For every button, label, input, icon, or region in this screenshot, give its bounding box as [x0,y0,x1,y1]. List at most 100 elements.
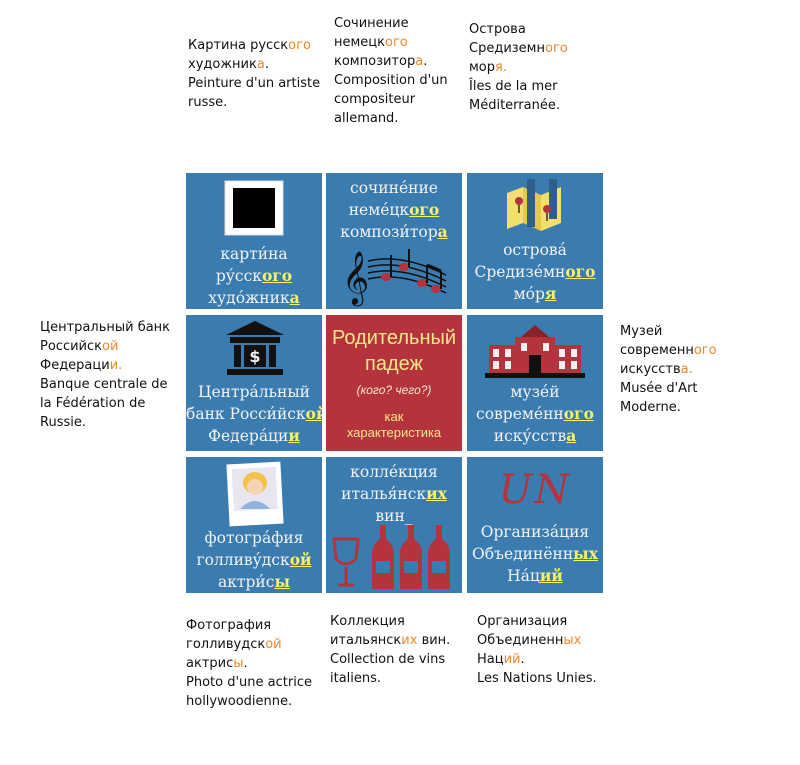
caption-text: italiens. [330,671,382,686]
tile-text: Федера́ци [208,427,289,445]
tile-text: италья́нск [341,485,427,503]
caption-line: современного [620,341,717,360]
tile-line: карти́на [186,243,322,265]
caption-text: Нац [477,652,504,667]
caption-line: немецкого [334,33,448,52]
caption-text: Îles de la mer [469,79,558,94]
caption-line: Организация [477,612,597,631]
caption-text: hollywoodienne. [186,694,293,709]
caption-line: Photo d'une actrice [186,673,312,692]
caption-line: Méditerranée. [469,96,568,115]
caption-line: художника. [188,55,320,74]
caption-text: Федераци [40,358,110,373]
center-title-line-1: Родительный [331,327,457,349]
caption-text: Организация [477,614,568,629]
caption-text: . [520,652,525,667]
caption-text: итальянск [330,633,402,648]
tile-text: Объединённ [472,545,574,563]
tile-line: Организа́ция [467,521,603,543]
caption-text: Banque centrale de [40,377,168,392]
highlighted-ending: ой [305,404,322,423]
caption-text: russe. [188,95,228,110]
tile-line: Федера́ции [186,425,322,447]
case-ending: ого [544,41,568,56]
caption-line: Russie. [40,413,170,432]
caption-text: искусств [620,362,681,377]
caption-text: Photo d'une actrice [186,675,312,690]
caption-line: Коллекция [330,612,450,631]
tile-text: На́ц [507,567,540,585]
caption-line: Наций. [477,650,597,669]
center-characteristic-line-2: характеристика [346,425,442,440]
bank-dollar-icon: $ [224,319,286,381]
caption-painting: Картина русского художника. Peinture d'un … [188,36,320,112]
caption-line: Российской [40,337,170,356]
caption-text: Musée d'Art [620,381,698,396]
highlighted-ending: я [544,284,557,303]
caption-line: моря. [469,58,568,77]
caption-line: la Fédération de [40,394,170,413]
caption-text: Картина русск [188,38,289,53]
tile-text: острова́ [503,241,567,259]
museum-building-icon [485,323,585,383]
tile-text: фотогра́фия [204,529,304,547]
highlighted-ending: ий [539,566,563,585]
caption-line: Peinture d'un artiste [188,74,320,93]
caption-line: Центральный банк [40,318,170,337]
caption-text: Российск [40,339,102,354]
tile-text: неме́цк [348,201,410,219]
tile-text: Средизе́мн [474,263,566,281]
caption-text: . [423,54,428,69]
tile-text: мо́р [513,285,545,303]
caption-line: russe. [188,93,320,112]
caption-line: Фотография [186,616,312,635]
caption-line: Moderne. [620,398,717,417]
case-ending: ого [288,38,311,53]
caption-text: Центральный банк [40,320,171,335]
tile-line: голливу́дской [186,549,322,571]
highlighted-ending: а [289,288,300,307]
tile-line: неме́цкого [326,199,462,221]
case-ending: а [415,54,424,69]
caption-line: Musée d'Art [620,379,717,398]
caption-text: Средиземн [469,41,545,56]
caption-line: Banque centrale de [40,375,170,394]
case-ending: ий [503,652,521,667]
tile-line: музе́й [467,381,603,403]
caption-line: искусства. [620,360,717,379]
tile-center: Родительный падеж (кого? чего?) как хара… [326,315,462,451]
caption-line: Îles de la mer [469,77,568,96]
tile-line: ру́сского [186,265,322,287]
caption-line: allemand. [334,109,448,128]
caption-text: голливудск [186,637,266,652]
tile-text: карти́на [220,245,288,263]
tile-text: голливу́дск [196,551,290,569]
caption-text: Moderne. [620,400,681,415]
tile-text: банк Росси́йск [186,405,306,423]
tile-line: сочине́ние [326,177,462,199]
caption-text: Peinture d'un artiste [188,76,321,91]
caption-line: композитора. [334,52,448,71]
case-ending: а [256,57,265,72]
caption-text: . [264,57,269,72]
tile-line: банк Росси́йской [186,403,322,425]
caption-text: художник [188,57,257,72]
case-ending: ого [693,343,717,358]
tile-line: италья́нских [326,483,462,505]
caption-text: . [243,656,248,671]
highlighted-ending: их [426,484,447,503]
map-pins-icon [501,179,571,239]
